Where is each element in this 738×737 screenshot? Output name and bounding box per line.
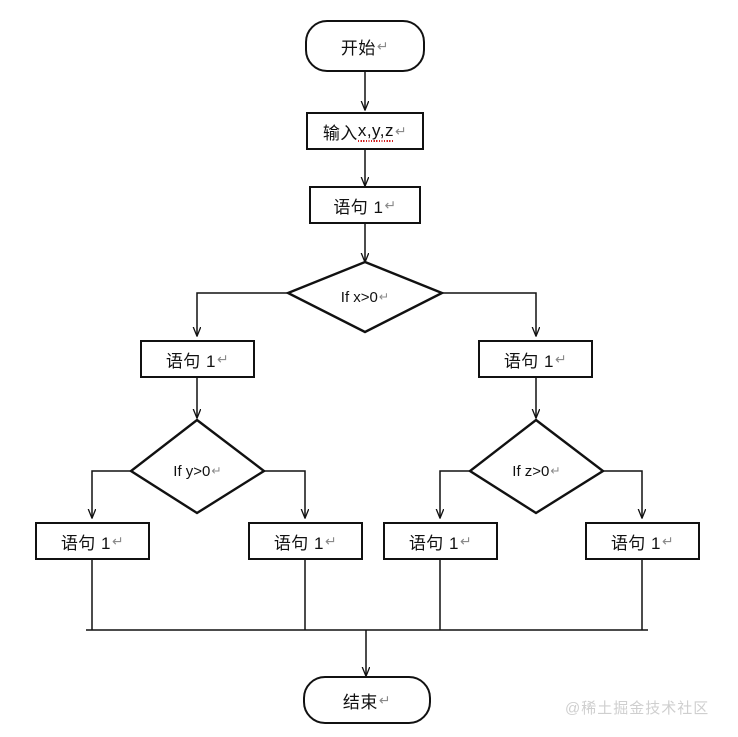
pilcrow-icon: ↵ (384, 196, 397, 213)
node-stmt-left[interactable]: 语句 1↵ (140, 340, 255, 378)
node-input-label-cjk: 输入 (322, 123, 358, 143)
pilcrow-icon: ↵ (217, 350, 230, 367)
edge-decision-z-true (603, 470, 642, 518)
node-decision-y-label: If y>0 (173, 462, 211, 480)
pilcrow-icon: ↵ (378, 691, 392, 708)
node-stmt-b4-label: 语句 1 (610, 533, 661, 553)
node-start-label: 开始 (340, 38, 376, 58)
pilcrow-icon: ↵ (550, 464, 561, 478)
node-decision-z[interactable]: If z>0↵ (470, 436, 603, 506)
node-stmt-top-label: 语句 1 (333, 197, 384, 217)
edge-decision-x-true (442, 292, 536, 336)
node-stmt-top[interactable]: 语句 1↵ (309, 186, 421, 224)
pilcrow-icon: ↵ (662, 532, 675, 549)
node-stmt-right[interactable]: 语句 1↵ (478, 340, 593, 378)
pilcrow-icon: ↵ (395, 122, 408, 139)
node-start[interactable]: 开始↵ (305, 20, 425, 72)
pilcrow-icon: ↵ (211, 464, 222, 478)
edge-decision-y-false (92, 470, 131, 518)
node-stmt-right-label: 语句 1 (503, 351, 554, 371)
node-decision-z-label: If z>0 (512, 462, 550, 480)
edge-decision-y-true (264, 470, 305, 518)
pilcrow-icon: ↵ (460, 532, 473, 549)
node-decision-x[interactable]: If x>0↵ (288, 262, 442, 332)
node-input[interactable]: 输入 x,y,z↵ (306, 112, 424, 150)
node-decision-y[interactable]: If y>0↵ (131, 436, 264, 506)
watermark: @稀土掘金技术社区 (565, 700, 710, 717)
node-stmt-b1-label: 语句 1 (60, 533, 111, 553)
node-stmt-left-label: 语句 1 (165, 351, 216, 371)
pilcrow-icon: ↵ (325, 532, 338, 549)
node-decision-x-label: If x>0 (340, 288, 378, 306)
node-stmt-b4[interactable]: 语句 1↵ (585, 522, 700, 560)
pilcrow-icon: ↵ (112, 532, 125, 549)
node-end[interactable]: 结束↵ (303, 676, 431, 724)
node-stmt-b3-label: 语句 1 (408, 533, 459, 553)
node-stmt-b3[interactable]: 语句 1↵ (383, 522, 498, 560)
node-stmt-b2[interactable]: 语句 1↵ (248, 522, 363, 560)
pilcrow-icon: ↵ (378, 290, 390, 304)
node-input-label-vars: x,y,z (357, 120, 394, 142)
pilcrow-icon: ↵ (376, 37, 390, 54)
node-stmt-b2-label: 语句 1 (273, 533, 324, 553)
node-end-label: 结束 (342, 692, 378, 712)
node-stmt-b1[interactable]: 语句 1↵ (35, 522, 150, 560)
edge-decision-z-false (440, 470, 470, 518)
pilcrow-icon: ↵ (555, 350, 568, 367)
edge-decision-x-false (197, 292, 288, 336)
